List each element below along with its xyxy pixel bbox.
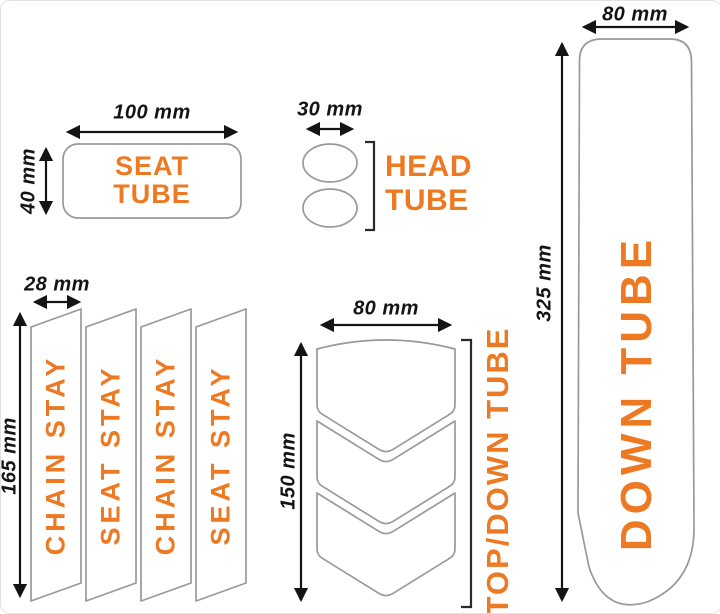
seat-tube-width-dim-text: 100 mm (113, 101, 191, 124)
head-tube-sticker-top-shape (302, 143, 358, 183)
head-tube-label: HEAD TUBE (385, 150, 472, 217)
head-tube-label-line2: TUBE (385, 183, 469, 217)
top-down-tube-chevron-2-shape (316, 420, 456, 525)
down-tube-height-dim-text: 325 mm (533, 244, 556, 322)
top-down-tube-label: TOP/DOWN TUBE (480, 326, 515, 614)
head-tube-bracket (365, 140, 376, 232)
seat-tube-label-line1: SEAT (114, 151, 189, 182)
stay-width-dim-text: 28 mm (24, 273, 90, 296)
seat-tube-height-dim-text: 40 mm (17, 148, 40, 214)
chain-stay-label-2: CHAIN STAY (150, 354, 181, 556)
top-down-tube-height-dim-text: 150 mm (277, 432, 300, 510)
top-down-tube-width-dim-text: 80 mm (353, 297, 419, 320)
chain-stay-sticker-1-shape (30, 308, 82, 602)
top-down-tube-chevron-1-shape (316, 339, 456, 453)
stay-height-dim-text: 165 mm (0, 417, 21, 495)
down-tube-label: DOWN TUBE (612, 234, 661, 552)
seat-tube-sticker-shape (62, 143, 242, 219)
seat-stay-sticker-1-shape (85, 308, 137, 602)
down-tube-sticker-shape (577, 38, 695, 606)
seat-stay-sticker-2-shape (195, 308, 247, 602)
seat-tube-label: SEAT TUBE (63, 144, 241, 218)
seat-stay-label-1: SEAT STAY (95, 364, 126, 546)
chain-stay-sticker-2-shape (140, 308, 192, 602)
seat-tube-label-line2: TUBE (113, 179, 191, 209)
top-down-tube-chevron-3-shape (316, 492, 456, 597)
down-tube-width-dim-text: 80 mm (602, 3, 668, 26)
head-tube-width-dim-text: 30 mm (297, 98, 363, 121)
seat-stay-label-2: SEAT STAY (205, 364, 236, 546)
top-down-tube-bracket (461, 338, 473, 609)
head-tube-sticker-bottom-shape (302, 188, 358, 228)
head-tube-label-line1: HEAD (385, 150, 473, 183)
chain-stay-label-1: CHAIN STAY (40, 354, 71, 556)
